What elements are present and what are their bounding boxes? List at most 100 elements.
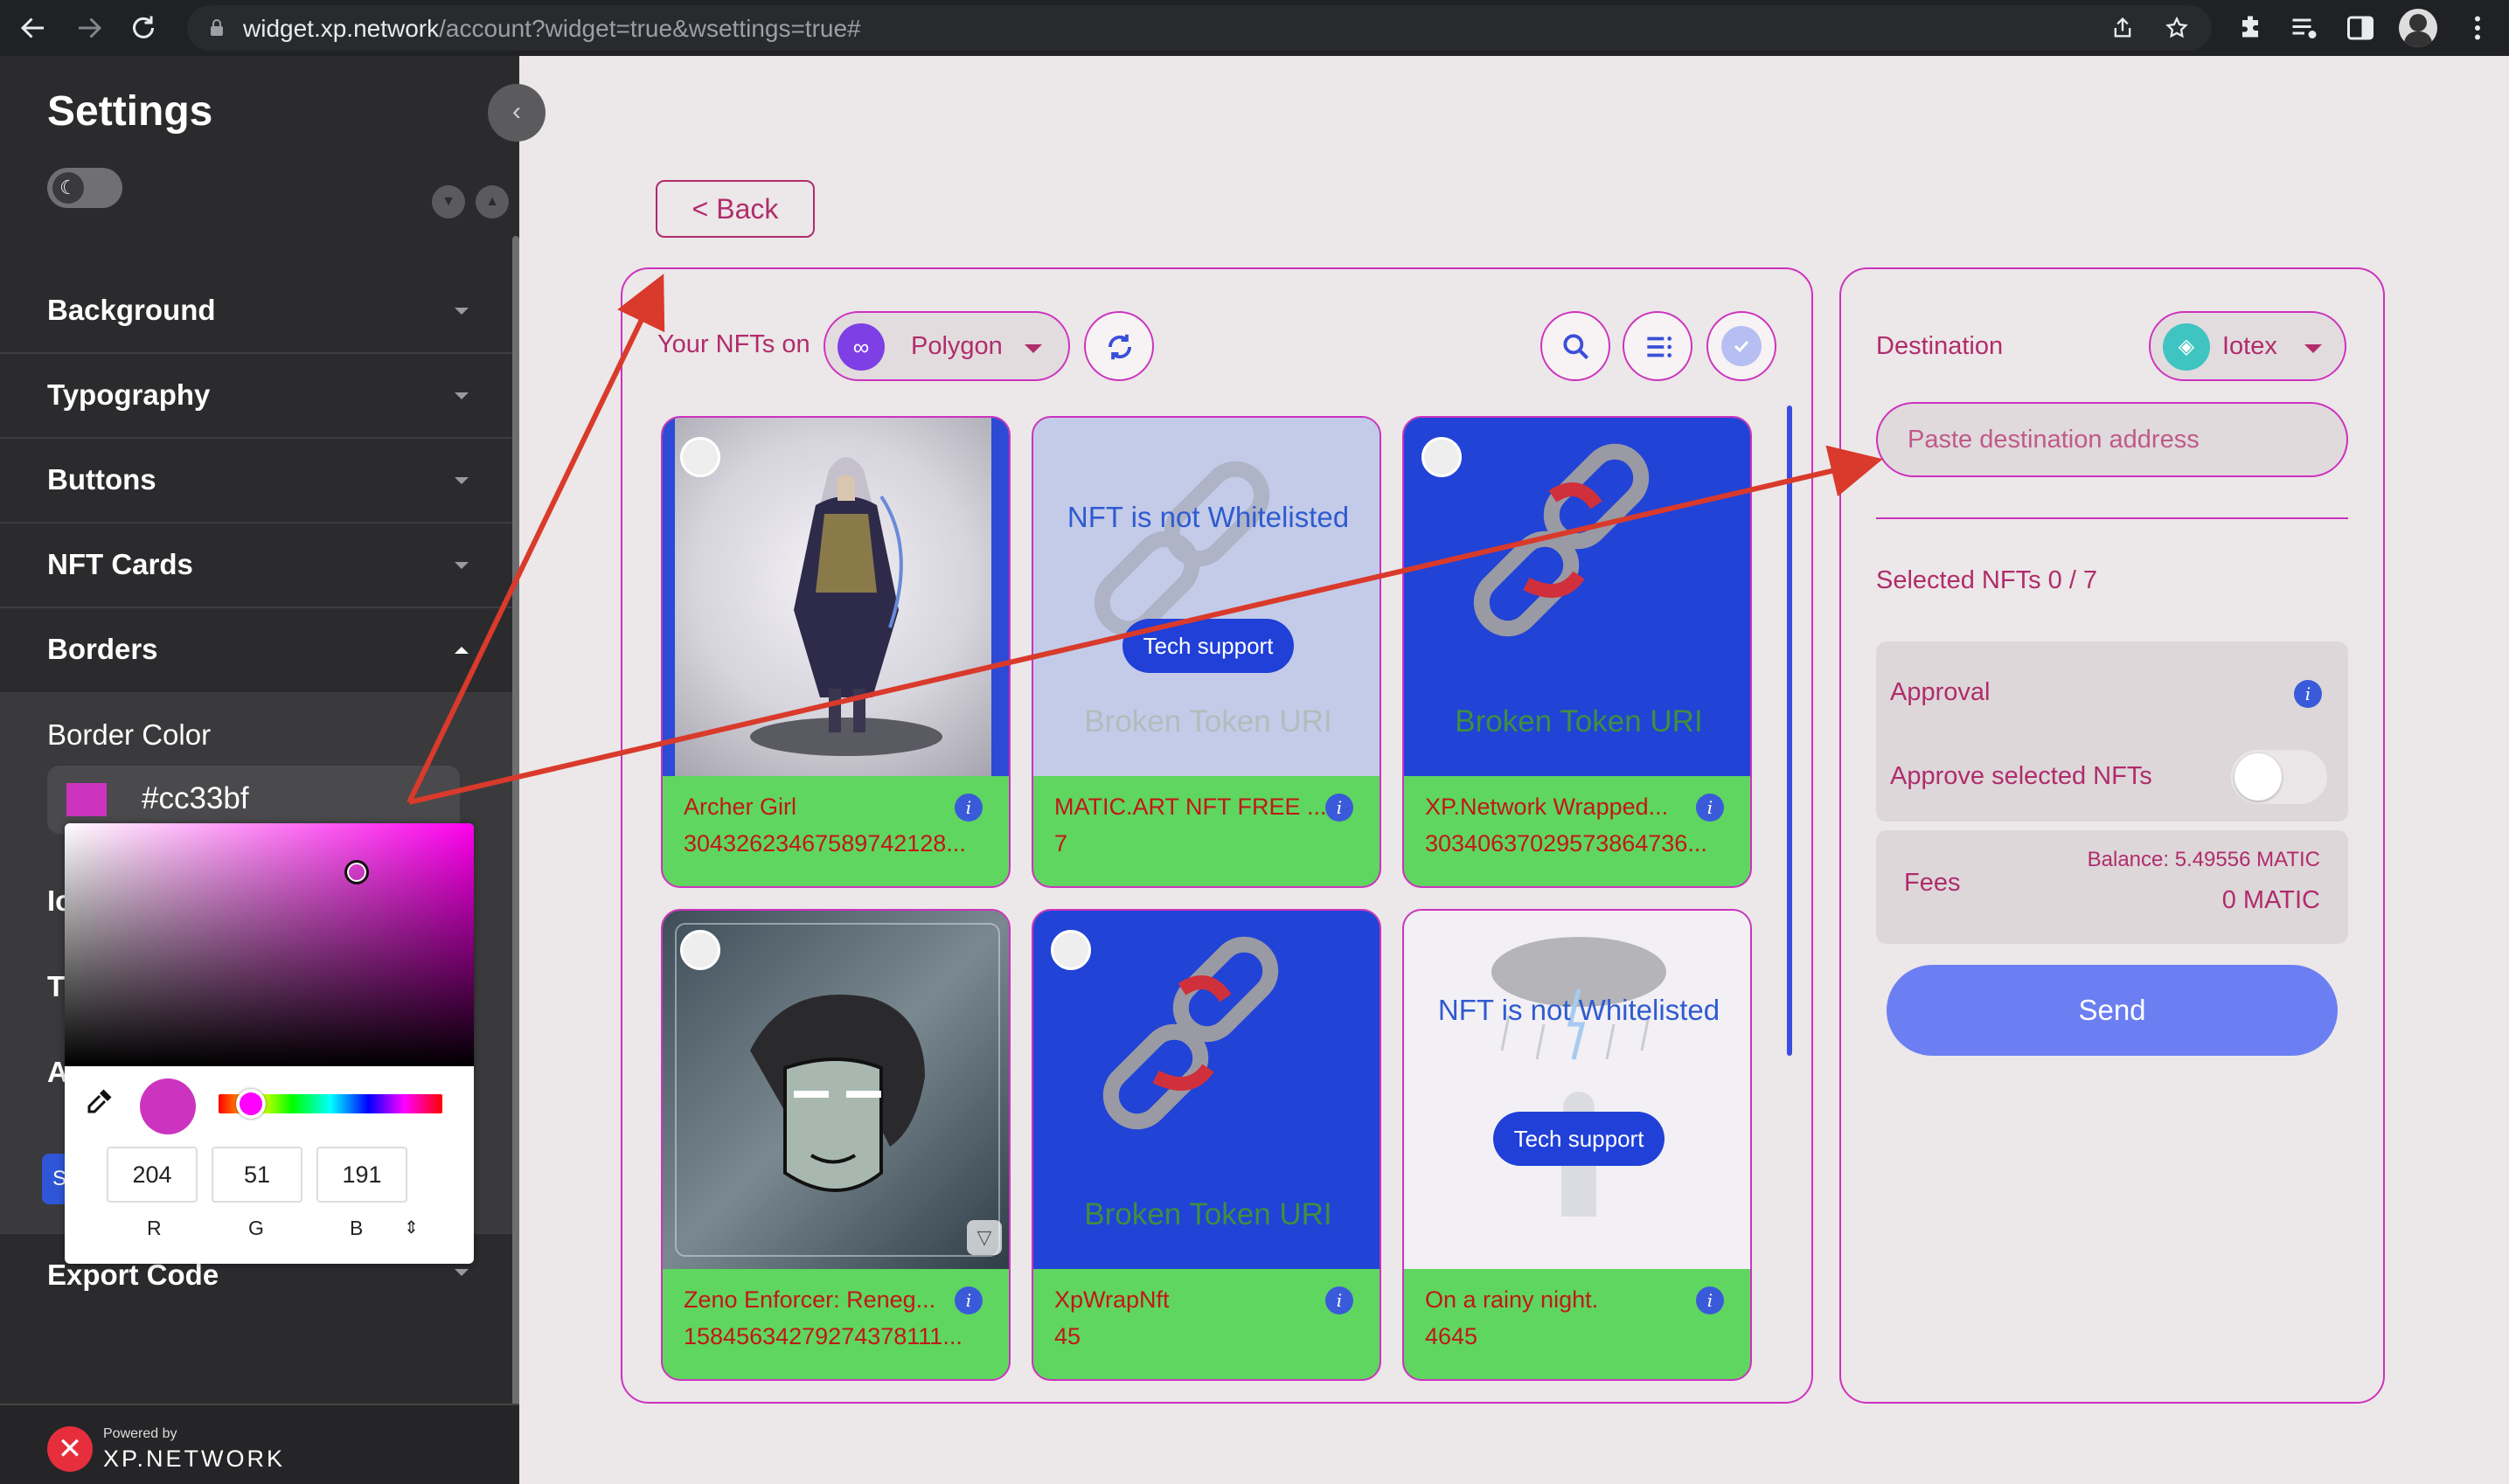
collapse-sidebar-button[interactable]: ‹: [488, 84, 546, 142]
not-whitelisted-notice: NFT is not Whitelisted: [1067, 501, 1350, 533]
nft-token-id: 45: [1054, 1323, 1081, 1349]
red-input[interactable]: 204: [107, 1147, 198, 1203]
info-icon[interactable]: i: [955, 794, 983, 822]
broken-uri-text: Broken Token URI: [1084, 704, 1332, 739]
sidebar-item-t[interactable]: T: [47, 970, 66, 1002]
approve-toggle[interactable]: [2231, 750, 2327, 804]
extensions-icon[interactable]: [2234, 12, 2266, 44]
eyedropper-icon[interactable]: [84, 1085, 115, 1117]
forward-arrow-icon[interactable]: [73, 12, 105, 44]
mode-toggle-icon[interactable]: ⇕: [404, 1218, 419, 1238]
nft-card[interactable]: Broken Token URI XP.Network Wrapped... 3…: [1402, 416, 1752, 888]
nft-card[interactable]: ▽ Zeno Enforcer: Reneg... 15845634279274…: [661, 909, 1011, 1381]
search-button[interactable]: [1540, 311, 1610, 381]
divider: [1876, 517, 2348, 519]
polygon-chain-icon: ∞: [837, 323, 885, 371]
section-buttons[interactable]: Buttons: [0, 439, 512, 524]
select-radio[interactable]: [680, 437, 720, 477]
address-bar[interactable]: widget.xp.network/account?widget=true&ws…: [187, 5, 2212, 51]
info-icon[interactable]: i: [1696, 1286, 1724, 1314]
section-label: Buttons: [47, 463, 156, 496]
blue-label: B: [350, 1217, 364, 1239]
list-view-button[interactable]: [1623, 311, 1692, 381]
saturation-knob[interactable]: [344, 860, 369, 884]
info-icon[interactable]: i: [2294, 680, 2322, 708]
select-radio[interactable]: [1421, 437, 1462, 477]
more-menu-icon[interactable]: [2462, 12, 2493, 44]
nft-image: Broken Token URI: [1033, 911, 1380, 1269]
info-icon[interactable]: i: [1325, 1286, 1353, 1314]
select-all-button[interactable]: [1706, 311, 1776, 381]
fee-value: 0 MATIC: [2221, 886, 2320, 914]
select-radio[interactable]: [680, 930, 720, 970]
send-button[interactable]: Send: [1887, 965, 2338, 1056]
info-icon[interactable]: i: [1325, 794, 1353, 822]
bookmark-star-icon[interactable]: [2165, 16, 2189, 40]
nft-card[interactable]: Archer Girl 30432623467589742128... i: [661, 416, 1011, 888]
hue-knob[interactable]: [236, 1089, 266, 1119]
section-typography[interactable]: Typography: [0, 354, 512, 439]
chevron-down-icon: [455, 1269, 469, 1276]
toggle-knob: [2234, 753, 2282, 801]
verified-icon: ▽: [967, 1220, 1002, 1255]
nft-image: ▽: [663, 911, 1009, 1269]
side-panel-icon[interactable]: [2345, 12, 2376, 44]
nft-card[interactable]: NFT is not Whitelisted Tech support Brok…: [1032, 416, 1381, 888]
nft-name: MATIC.ART NFT FREE ...: [1054, 794, 1325, 820]
collapse-all-icon[interactable]: ▼: [432, 185, 465, 218]
reload-icon[interactable]: [128, 12, 159, 44]
destination-label: Destination: [1876, 332, 2004, 360]
destination-chain-select[interactable]: ◈ Iotex: [2149, 311, 2346, 381]
color-swatch: [66, 783, 107, 816]
chevron-up-icon: [455, 647, 469, 654]
approve-selected-label: Approve selected NFTs: [1890, 762, 2152, 790]
red-label: R: [147, 1217, 162, 1239]
share-icon[interactable]: [2110, 16, 2135, 40]
green-label: G: [248, 1217, 264, 1239]
fees-label: Fees: [1904, 869, 1961, 897]
source-chain-select[interactable]: ∞ Polygon: [824, 311, 1070, 381]
url-text: widget.xp.network/account?widget=true&ws…: [243, 15, 861, 42]
nft-card[interactable]: Broken Token URI XpWrapNft 45 i: [1032, 909, 1381, 1381]
export-code-label[interactable]: Export Code: [47, 1259, 219, 1291]
chevron-down-icon: [455, 562, 469, 569]
blue-input[interactable]: 191: [316, 1147, 407, 1203]
green-input[interactable]: 51: [212, 1147, 302, 1203]
refresh-button[interactable]: [1084, 311, 1154, 381]
powered-by-text: Powered by: [103, 1426, 177, 1441]
border-color-field[interactable]: #cc33bf: [47, 766, 460, 834]
back-arrow-icon[interactable]: [17, 12, 49, 44]
nft-name: Archer Girl: [684, 794, 797, 820]
sidebar-scrollbar[interactable]: [512, 236, 519, 1407]
dark-mode-toggle[interactable]: ☾: [47, 168, 122, 208]
color-preview: [140, 1078, 196, 1134]
lock-icon: [211, 19, 223, 36]
nft-token-id: 15845634279274378111...: [684, 1323, 963, 1349]
profile-avatar[interactable]: [2399, 9, 2437, 47]
hue-slider[interactable]: [219, 1094, 442, 1113]
chevron-down-icon: [455, 392, 469, 399]
nft-name: Zeno Enforcer: Reneg...: [684, 1286, 936, 1313]
gallery-scrollbar[interactable]: [1787, 406, 1792, 1056]
section-background[interactable]: Background: [0, 269, 512, 354]
section-label: Typography: [47, 378, 211, 411]
saturation-area[interactable]: [65, 823, 474, 1066]
media-queue-icon[interactable]: [2289, 12, 2320, 44]
section-label: NFT Cards: [47, 548, 193, 580]
info-icon[interactable]: i: [955, 1286, 983, 1314]
tech-support-button[interactable]: Tech support: [1122, 619, 1294, 673]
tech-support-button[interactable]: Tech support: [1493, 1112, 1665, 1166]
nft-token-id: 4645: [1425, 1323, 1478, 1349]
destination-address-input[interactable]: [1876, 402, 2348, 477]
section-nft-cards[interactable]: NFT Cards: [0, 524, 512, 608]
expand-all-icon[interactable]: ▲: [476, 185, 509, 218]
info-icon[interactable]: i: [1696, 794, 1724, 822]
section-label: Borders: [47, 633, 158, 665]
sidebar-item-a[interactable]: A: [47, 1056, 68, 1088]
nft-image: NFT is not Whitelisted Tech support Brok…: [1033, 418, 1380, 776]
back-button[interactable]: < Back: [656, 180, 815, 238]
section-borders[interactable]: Borders: [0, 608, 512, 693]
select-radio[interactable]: [1051, 930, 1091, 970]
broken-uri-text: Broken Token URI: [1455, 704, 1703, 739]
nft-card[interactable]: NFT is not Whitelisted Tech support On a…: [1402, 909, 1752, 1381]
